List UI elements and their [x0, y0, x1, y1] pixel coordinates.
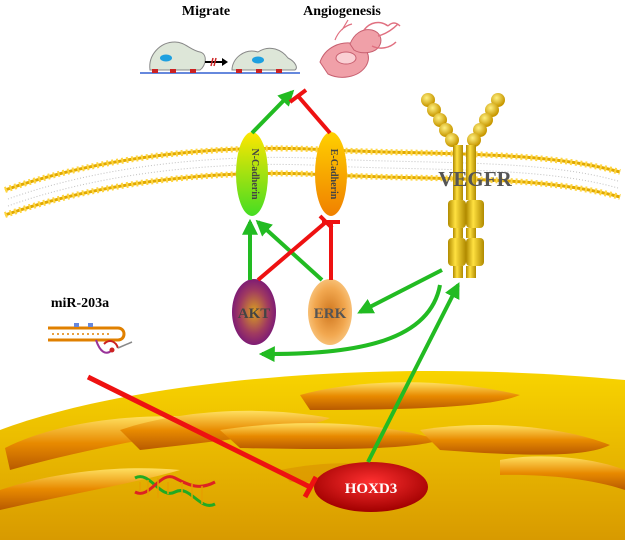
- erk: ERK: [308, 279, 352, 345]
- mirna-hairpin-icon: [48, 323, 133, 354]
- erk-label: ERK: [314, 306, 347, 322]
- akt-label: AKT: [238, 306, 271, 322]
- vegfr-receptor: [421, 93, 505, 278]
- n-cadherin: N-Cadherin: [236, 132, 268, 216]
- inhibition-arrows: [86, 88, 340, 499]
- angiogenesis-label: Angiogenesis: [303, 4, 381, 19]
- activation-arrows: [242, 89, 460, 463]
- hoxd3-label: HOXD3: [345, 481, 398, 497]
- mirna-label: miR-203a: [51, 296, 109, 311]
- dna-helix-icon: [134, 475, 216, 507]
- e-cadherin-label: E-Cadherin: [328, 149, 339, 200]
- vegfr-ligand-balls: [421, 93, 505, 147]
- nucleus: [0, 370, 625, 540]
- migrating-cell-icon: [140, 41, 300, 74]
- blood-vessel-icon: [319, 19, 401, 78]
- migrate-label: Migrate: [182, 4, 230, 19]
- vegfr-label: VEGFR: [438, 167, 512, 191]
- hoxd3: HOXD3: [314, 462, 428, 512]
- cell-membrane: [4, 145, 621, 218]
- akt: AKT: [232, 279, 276, 345]
- e-cadherin: E-Cadherin: [315, 132, 347, 216]
- n-cadherin-label: N-Cadherin: [249, 148, 260, 200]
